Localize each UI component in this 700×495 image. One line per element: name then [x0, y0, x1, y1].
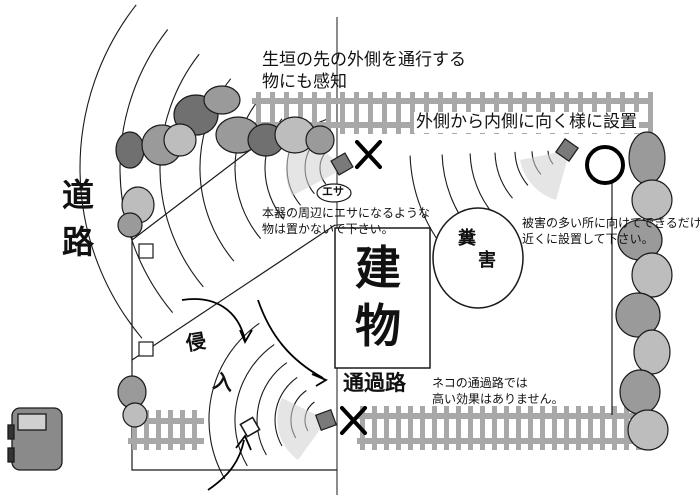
road-label-2: 路: [62, 223, 95, 261]
install-note: 外側から内側に向く様に設置: [414, 112, 639, 134]
passage-note-line1: ネコの通過路では: [432, 376, 528, 390]
esa-badge-outline: [316, 183, 352, 203]
x-mark-top: [355, 140, 382, 169]
fence-picket: [516, 406, 521, 450]
sensor-device-right: [555, 138, 579, 162]
fence-picket: [298, 92, 303, 134]
intrusion-arrows: [181, 298, 328, 491]
fence-picket: [480, 406, 485, 450]
fence-picket: [340, 92, 345, 134]
hedge-right: [615, 131, 673, 451]
fence-picket: [168, 410, 173, 450]
fence-picket: [624, 406, 629, 450]
fence-picket: [540, 406, 545, 450]
damage-note-line1: 被害の多い所に向けてできるだけ: [522, 216, 700, 230]
sensor-arc: [234, 99, 262, 240]
fence-picket: [396, 92, 401, 134]
fence-picket: [132, 410, 137, 450]
sensor-arc: [256, 362, 288, 456]
fence-picket: [180, 410, 185, 450]
x-mark-bottom: [340, 406, 367, 435]
hedge-top-left: [115, 85, 335, 238]
fence-picket: [600, 406, 605, 450]
bush-bottom-left: [117, 375, 148, 428]
fence-picket: [564, 406, 569, 450]
feces-damage-area: [432, 207, 524, 309]
fence-picket: [156, 410, 161, 450]
ok-mark-circle: [585, 145, 625, 185]
road-label-1: 道: [62, 176, 95, 214]
fence-picket: [312, 92, 317, 134]
hedge-note-line2: 物にも感知: [262, 72, 347, 92]
fence-posts-left: [138, 243, 154, 357]
fence-picket: [576, 406, 581, 450]
sensor-arc: [274, 376, 298, 447]
sensor-arc: [469, 153, 494, 215]
sensor-arc: [159, 53, 204, 288]
car-icon: [7, 407, 63, 471]
fence-picket: [492, 406, 497, 450]
sensor-device-top: [330, 152, 354, 176]
fence-picket: [648, 92, 653, 134]
sensor-device-bottom: [314, 408, 338, 432]
fence-picket: [384, 406, 389, 450]
fence-picket: [372, 406, 377, 450]
sensor-arc: [119, 29, 174, 313]
fence-picket: [444, 406, 449, 450]
sensor-arc: [234, 344, 275, 467]
building-label-1: 建: [355, 241, 401, 295]
fence-picket: [396, 406, 401, 450]
building-label-2: 物: [355, 299, 401, 353]
fence-picket: [270, 92, 275, 134]
fence-picket: [432, 406, 437, 450]
fence-picket: [192, 410, 197, 450]
fence-picket: [256, 92, 261, 134]
intrusion-label-1: 侵: [183, 328, 208, 356]
fence-picket: [410, 92, 415, 134]
fence-picket: [456, 406, 461, 450]
sensor-arc: [514, 151, 529, 186]
fence-picket: [420, 406, 425, 450]
esa-note-line1: 本器の周辺にエサになるような: [262, 206, 431, 220]
fence-picket: [144, 410, 149, 450]
damage-note-line2: 近くに設置して下さい。: [522, 232, 654, 246]
sensor-arcs-top: [79, 4, 327, 339]
passage-label: 通過路: [343, 371, 406, 395]
esa-note-line2: 物は置かないで下さい。: [262, 222, 394, 236]
sensor-arc: [494, 152, 513, 199]
fence-picket: [382, 92, 387, 134]
fence-picket: [284, 92, 289, 134]
hedge-note-line1: 生垣の先の外側を通行する: [262, 50, 466, 70]
sensor-arc: [79, 4, 143, 339]
feces-label-1: 糞: [458, 228, 476, 249]
fence-picket: [588, 406, 593, 450]
fence-picket: [326, 92, 331, 134]
fence-bottom: [128, 406, 647, 450]
sensor-arc: [208, 322, 260, 480]
fence-picket: [504, 406, 509, 450]
fence-picket: [468, 406, 473, 450]
fence-picket: [612, 406, 617, 450]
fence-picket: [528, 406, 533, 450]
building: [334, 227, 431, 369]
intrusion-label-2: 入: [211, 368, 236, 396]
fence-picket: [354, 92, 359, 134]
feces-label-2: 害: [478, 250, 496, 271]
passage-note-line2: 高い効果はありません。: [432, 392, 564, 406]
entry-marker: [239, 416, 261, 438]
fence-picket: [408, 406, 413, 450]
fence-picket: [368, 92, 373, 134]
esa-badge-text: エサ: [322, 185, 344, 198]
fence-picket: [552, 406, 557, 450]
